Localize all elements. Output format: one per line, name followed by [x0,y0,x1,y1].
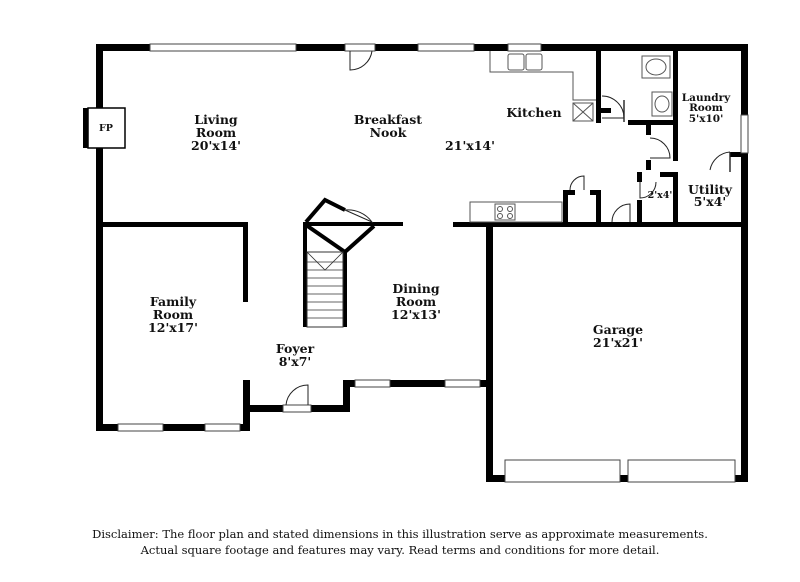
room-name: Garage [593,322,643,337]
room-name: Room [689,102,723,114]
room-name: Kitchen [506,105,561,120]
room-kitchen: Kitchen 21'x14' [445,105,562,153]
room-dims: 20'x14' [191,138,241,153]
room-dims: 21'x21' [593,335,643,350]
room-name: Laundry [682,92,731,104]
room-name: Room [396,294,436,309]
window [149,43,297,52]
room-dims: 21'x14' [445,138,495,153]
window [417,43,475,52]
room-garage: Garage 21'x21' [593,322,643,350]
doors [282,43,731,413]
window [444,379,481,388]
room-name: Family [150,294,197,309]
room-name: Nook [370,125,407,140]
staircase [306,251,344,328]
room-name: Utility [688,182,733,197]
disclaimer-line-2: Actual square footage and features may v… [140,543,660,557]
floor-plan: FP [83,43,749,483]
room-name: Foyer [276,341,315,356]
window [740,114,749,154]
room-family: Family Room 12'x17' [148,294,198,335]
room-dims: 8'x7' [279,354,312,369]
room-closet: 2'x4' [648,190,673,201]
garage-door [627,459,736,483]
window [354,379,391,388]
room-name: Living [194,112,238,127]
room-dims: 12'x17' [148,320,198,335]
room-dims: 5'x10' [689,113,724,125]
fireplace-label: FP [99,123,113,134]
window [204,423,241,432]
exterior-walls [96,44,748,482]
room-name: Room [196,125,236,140]
room-name: Breakfast [354,112,422,127]
disclaimer-line-1: Disclaimer: The floor plan and stated di… [92,527,708,541]
room-dining: Dining Room 12'x13' [391,281,441,322]
room-dims: 12'x13' [391,307,441,322]
windows [117,43,749,483]
room-dims: 5'x4' [694,194,727,209]
window [117,423,164,432]
room-name: Dining [392,281,440,296]
room-breakfast-nook: Breakfast Nook [354,112,422,140]
room-dims: 2'x4' [648,190,673,201]
laundry-fixtures [641,55,673,117]
interior-walls [103,51,748,327]
kitchen-fixtures [469,51,596,223]
window [507,43,542,52]
room-utility: Utility 5'x4' [688,182,733,209]
room-foyer: Foyer 8'x7' [276,341,315,369]
room-laundry: Laundry Room 5'x10' [682,92,731,125]
pantry-closet [304,197,376,255]
room-name: Room [153,307,193,322]
garage-door [504,459,621,483]
fireplace: FP [83,107,126,149]
room-living: Living Room 20'x14' [191,112,241,153]
